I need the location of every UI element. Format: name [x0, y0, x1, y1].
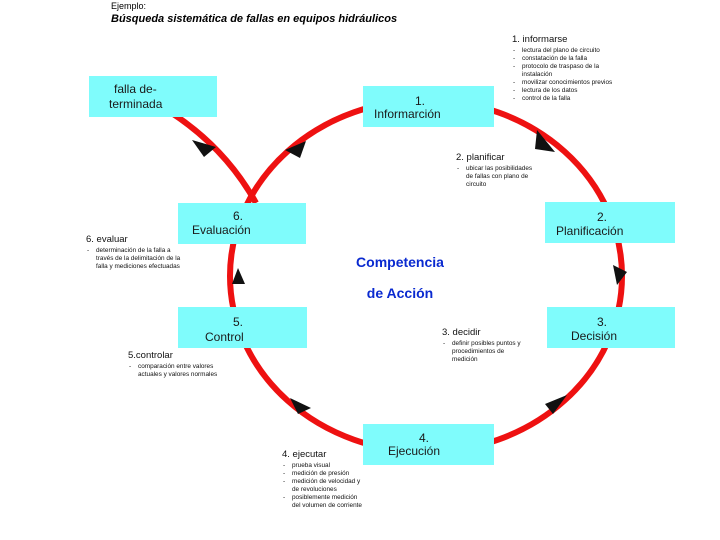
note-decidir: 3. decidir definir posibles puntos y pro…: [442, 327, 522, 364]
stage-falla-line2: terminada: [109, 97, 163, 111]
stage-number: 5.: [233, 315, 244, 329]
note-item: medición de presión: [282, 470, 366, 478]
stage-informacion: 1. Informarción: [363, 86, 494, 127]
arrow-marker: [192, 140, 216, 157]
stage-number: 6.: [233, 209, 244, 223]
note-item: medición de velocidad y de revoluciones: [282, 478, 366, 494]
note-heading: 2. planificar: [456, 152, 505, 163]
note-heading: 5.controlar: [128, 350, 173, 361]
arrow-marker: [545, 395, 567, 414]
stage-falla-line1: falla de-: [114, 82, 157, 96]
stage-number: 3.: [597, 315, 608, 329]
stage-name: Ejecución: [388, 444, 441, 458]
center-title-line2: de Acción: [366, 285, 434, 301]
stage-falla-determinada: falla de- terminada: [89, 76, 217, 117]
example-label: Ejemplo:: [111, 1, 147, 11]
note-heading: 4. ejecutar: [282, 449, 327, 460]
stage-ejecucion: 4. Ejecución: [363, 424, 494, 465]
arrow-marker: [535, 130, 555, 152]
note-item: lectura del plano de circuito: [512, 47, 622, 55]
note-planificar: 2. planificar ubicar las posibilidades d…: [456, 152, 536, 189]
stage-number: 1.: [415, 94, 426, 108]
stage-number: 2.: [597, 210, 608, 224]
stage-evaluacion: 6. Evaluación: [178, 203, 306, 244]
note-informarse: 1. informarse lectura del plano de circu…: [512, 34, 622, 103]
stage-name: Informarción: [374, 107, 441, 121]
note-item: ubicar las posibilidades de fallas con p…: [456, 165, 536, 189]
note-item: constatación de la falla: [512, 55, 622, 63]
arrow-marker: [613, 265, 627, 285]
stage-name: Planificación: [556, 224, 624, 238]
stage-name: Evaluación: [192, 223, 251, 237]
stage-decision: 3. Decisión: [547, 307, 675, 348]
note-controlar: 5.controlar comparación entre valores ac…: [128, 350, 218, 379]
diagram-title: Búsqueda sistemática de fallas en equipo…: [111, 13, 398, 25]
note-evaluar: 6. evaluar determinación de la falla a t…: [86, 234, 186, 271]
note-item: control de la falla: [512, 95, 622, 103]
note-item: posiblemente medición del volumen de cor…: [282, 494, 366, 510]
stage-control: 5. Control: [178, 307, 307, 348]
note-heading: 1. informarse: [512, 34, 568, 45]
note-item: movilizar conocimientos previos: [512, 79, 622, 87]
note-item: definir posibles puntos y procedimientos…: [442, 340, 522, 364]
center-title-line1: Competencia: [356, 254, 444, 270]
note-heading: 6. evaluar: [86, 234, 128, 245]
note-item: protocolo de traspaso de la instalación: [512, 63, 622, 79]
note-item: determinación de la falla a través de la…: [86, 247, 186, 271]
note-item: comparación entre valores actuales y val…: [128, 363, 218, 379]
note-ejecutar: 4. ejecutar prueba visual medición de pr…: [282, 449, 366, 510]
arrow-marker: [285, 141, 306, 158]
note-heading: 3. decidir: [442, 327, 481, 338]
arrow-marker: [232, 268, 245, 284]
arrow-marker: [290, 398, 311, 414]
stage-planificacion: 2. Planificación: [545, 202, 675, 243]
stage-name: Control: [205, 330, 244, 344]
note-item: lectura de los datos: [512, 87, 622, 95]
stage-name: Decisión: [571, 329, 618, 343]
note-item: prueba visual: [282, 462, 366, 470]
stage-number: 4.: [419, 431, 430, 445]
